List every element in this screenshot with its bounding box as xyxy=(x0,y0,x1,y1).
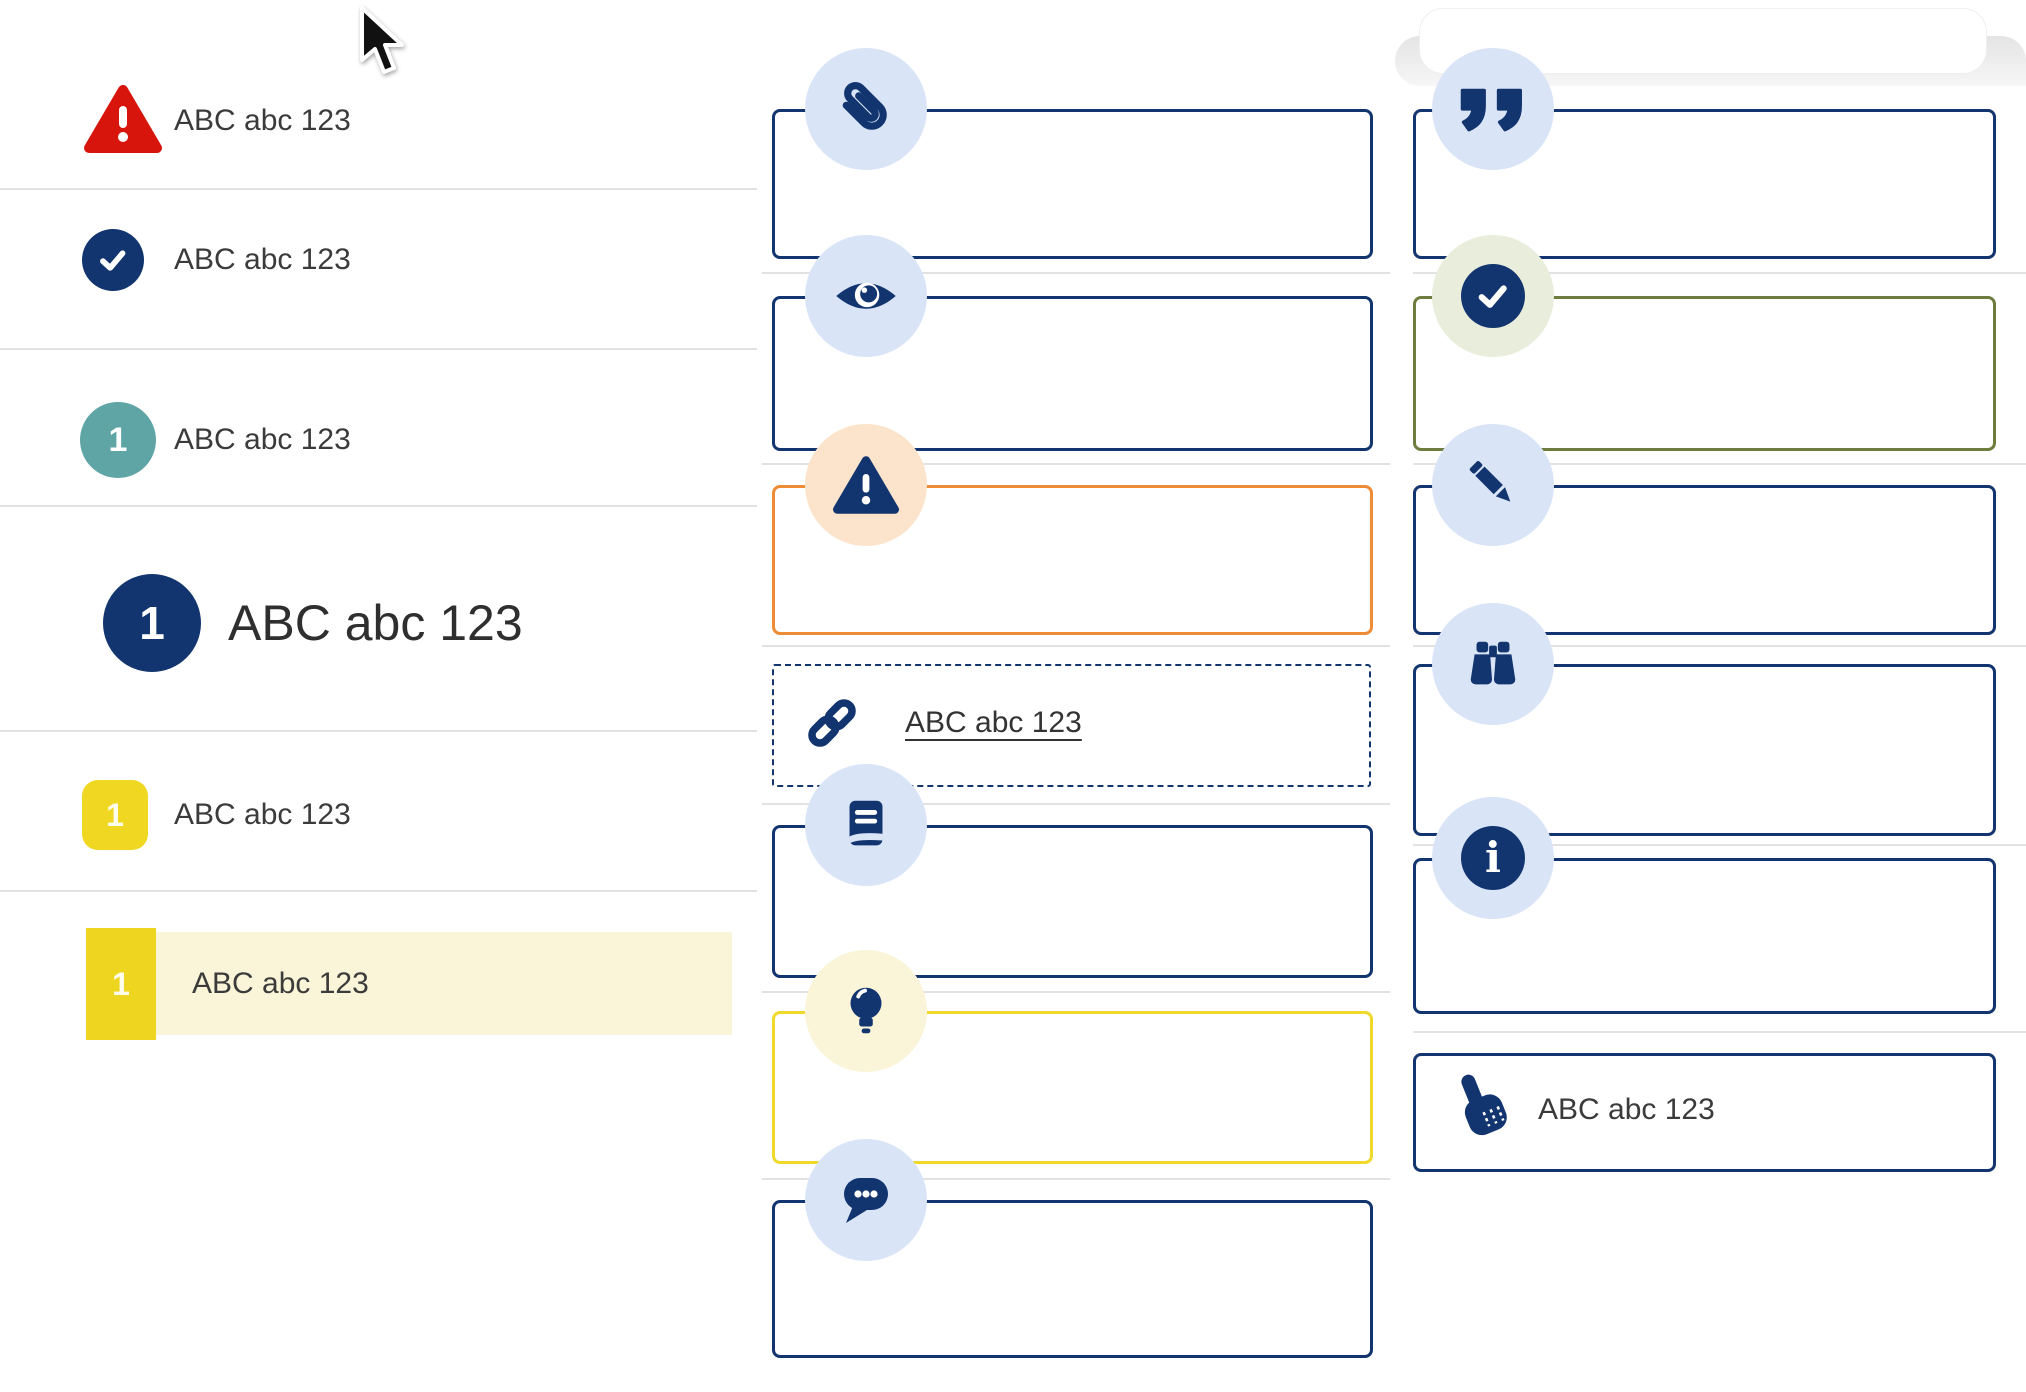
lightbulb-icon xyxy=(805,950,927,1072)
divider xyxy=(1413,1031,2026,1033)
warning-triangle-icon xyxy=(805,424,927,546)
list-item-label[interactable]: ABC abc 123 xyxy=(174,104,351,137)
pencil-icon xyxy=(1432,424,1554,546)
divider xyxy=(1413,645,2026,647)
hand-pointer-icon xyxy=(1441,1068,1519,1150)
eye-icon xyxy=(805,235,927,357)
list-item-label[interactable]: ABC abc 123 xyxy=(174,243,351,276)
list-item-label[interactable]: ABC abc 123 xyxy=(174,423,351,456)
divider xyxy=(1413,272,2026,274)
divider xyxy=(762,803,1390,805)
numbered-badge-navy-large: 1 xyxy=(103,574,201,672)
divider xyxy=(1413,844,2026,846)
divider xyxy=(762,463,1390,465)
speech-bubble-icon xyxy=(805,1139,927,1261)
divider xyxy=(762,272,1390,274)
list-item-label[interactable]: ABC abc 123 xyxy=(192,967,369,1000)
divider xyxy=(0,505,757,507)
numbered-badge-teal: 1 xyxy=(80,402,156,478)
book-icon xyxy=(805,764,927,886)
divider xyxy=(762,991,1390,993)
list-item-label[interactable]: ABC abc 123 xyxy=(174,798,351,831)
info-icon: i xyxy=(1432,797,1554,919)
card-link-label[interactable]: ABC abc 123 xyxy=(905,706,1082,739)
numbered-badge-yellow: 1 xyxy=(82,780,148,850)
divider xyxy=(0,188,757,190)
divider xyxy=(762,645,1390,647)
alert-triangle-icon xyxy=(84,84,162,154)
selected-row-highlight[interactable] xyxy=(86,932,732,1035)
binoculars-icon xyxy=(1432,603,1554,725)
card-action[interactable] xyxy=(1413,1053,1996,1172)
numbered-badge-yellow-selected: 1 xyxy=(86,928,156,1040)
mouse-cursor-icon xyxy=(358,6,410,76)
check-circle-icon xyxy=(82,229,144,291)
card-label: ABC abc 123 xyxy=(1538,1093,1715,1126)
divider xyxy=(762,1178,1390,1180)
check-circle-icon xyxy=(1432,235,1554,357)
divider xyxy=(0,730,757,732)
link-icon xyxy=(800,691,864,755)
divider xyxy=(0,348,757,350)
divider xyxy=(0,890,757,892)
list-item-label-large[interactable]: ABC abc 123 xyxy=(228,595,523,651)
paperclip-icon xyxy=(805,48,927,170)
quote-icon xyxy=(1432,48,1554,170)
divider xyxy=(1413,463,2026,465)
